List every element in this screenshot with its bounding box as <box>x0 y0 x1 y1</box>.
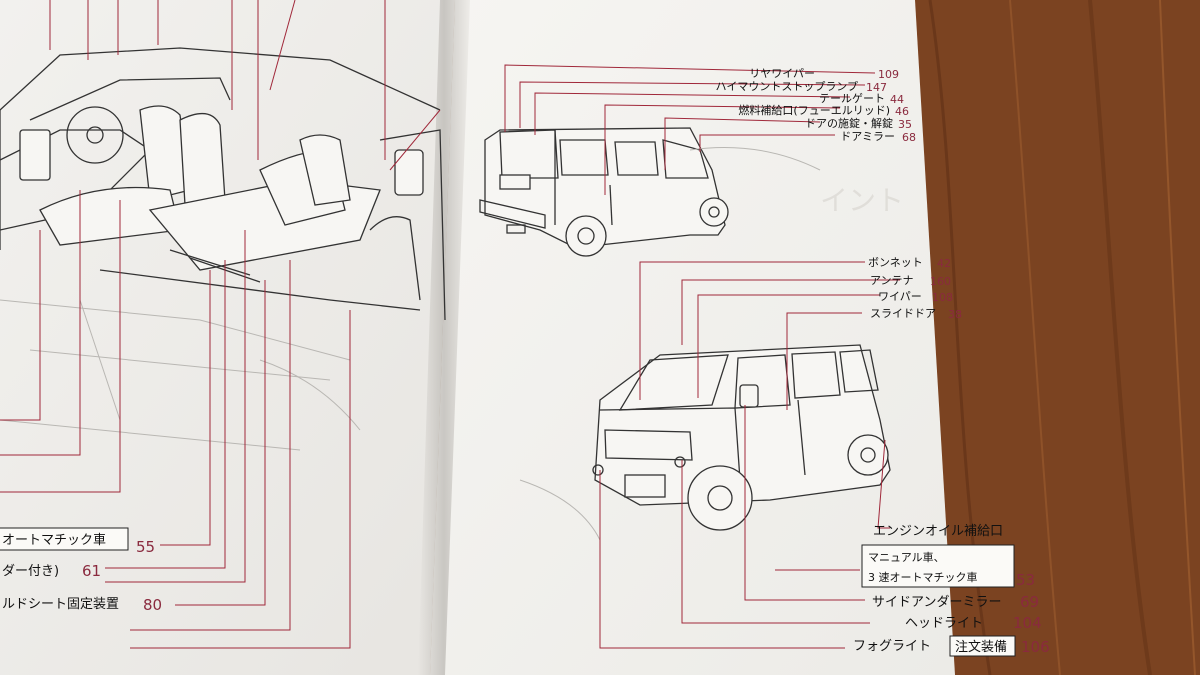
callout-label: ボンネット <box>868 256 923 269</box>
note-line-2: 3 速オートマチック車 <box>868 570 978 584</box>
callout-page: 69 <box>1020 593 1039 611</box>
callout-door-mirror: ドアミラー 68 <box>840 130 916 144</box>
callout-slide-door: スライドドア 38 <box>870 307 962 321</box>
callout-label: リヤワイパー <box>749 67 815 80</box>
callout-page: 46 <box>895 105 909 118</box>
option-badge: 注文装備 <box>955 639 1007 655</box>
callout-label: ドアミラー <box>840 130 895 143</box>
callout-label: アンテナ <box>870 274 914 287</box>
callout-page: 55 <box>136 538 155 556</box>
callout-page: 68 <box>902 131 916 144</box>
left-leaders <box>0 0 441 649</box>
callout-fuel-lid: 燃料補給口(フューエルリッド) 46 <box>738 103 909 118</box>
callout-label: ダー付き) <box>2 564 59 579</box>
rear-callouts: リヤワイパー 109 ハイマウントストップランプ 147 テールゲート 44 燃… <box>716 67 916 144</box>
callout-page: 106 <box>1021 638 1050 656</box>
callout-antenna: アンテナ 160 <box>870 274 951 288</box>
callout-page: 104 <box>1013 614 1042 632</box>
callout-label: ワイパー <box>878 290 922 303</box>
callout-label: テールゲート <box>819 92 885 105</box>
option-badge-box <box>949 635 1016 657</box>
front-leaders <box>599 261 900 649</box>
front-callouts: ボンネット 42 アンテナ 160 ワイパー 108 スライドドア 38 <box>868 256 962 321</box>
callout-page: 44 <box>890 93 904 106</box>
callout-label: スライドドア <box>870 307 936 320</box>
callout-label: ハイマウントストップランプ <box>716 80 858 93</box>
callout-tailgate: テールゲート 44 <box>819 92 904 106</box>
left-callout-seat: ダー付き) 61 <box>2 562 101 580</box>
bottom-callouts: エンジンオイル補給口 マニュアル車、 3 速オートマチック車 53 サイドアンダ… <box>853 524 1050 657</box>
engine-oil-label: エンジンオイル補給口 <box>873 524 1003 539</box>
callout-high-mount-stop-lamp: ハイマウントストップランプ 147 <box>716 80 887 94</box>
left-callout-childseat: ルドシート固定装置 80 <box>2 596 162 614</box>
page-gutter <box>418 0 470 675</box>
left-page <box>0 0 455 675</box>
callout-label: フォグライト <box>853 639 931 654</box>
callout-side-under-mirror: サイドアンダーミラー 69 <box>872 593 1039 611</box>
callout-page: 108 <box>932 291 953 304</box>
callout-foglight: フォグライト 注文装備 106 <box>853 635 1050 657</box>
callout-page: 160 <box>930 275 951 288</box>
callout-wiper: ワイパー 108 <box>878 290 953 304</box>
callout-label: ルドシート固定装置 <box>2 597 119 612</box>
rear-leaders <box>504 64 876 195</box>
callout-label: ヘッドライト <box>905 616 983 631</box>
callout-page: 42 <box>937 257 951 270</box>
callout-bonnet: ボンネット 42 <box>868 256 951 270</box>
note-line-1: マニュアル車、 <box>868 550 945 564</box>
callout-label: オートマチック車 <box>2 533 106 548</box>
callout-page: 35 <box>898 118 912 131</box>
callout-label: 燃料補給口(フューエルリッド) <box>738 103 890 117</box>
callout-door-lock: ドアの施錠・解錠 35 <box>805 116 912 131</box>
callout-page: 109 <box>878 68 899 81</box>
callout-label: サイドアンダーミラー <box>872 595 1001 610</box>
interior-illustration <box>0 47 446 451</box>
svg-text:イント: イント <box>820 184 904 217</box>
callout-label: ドアの施錠・解錠 <box>805 116 893 130</box>
callout-headlight: ヘッドライト 104 <box>905 614 1042 632</box>
left-callout-automatic: オートマチック車 55 <box>0 527 155 556</box>
callout-rear-wiper: リヤワイパー 109 <box>749 67 899 81</box>
van-front-illustration <box>519 344 891 541</box>
callout-page: 80 <box>143 596 162 614</box>
callout-page: 38 <box>948 308 962 321</box>
callout-page: 147 <box>866 81 887 94</box>
note-page: 53 <box>1016 571 1035 589</box>
callout-page: 61 <box>82 562 101 580</box>
book <box>0 0 955 675</box>
